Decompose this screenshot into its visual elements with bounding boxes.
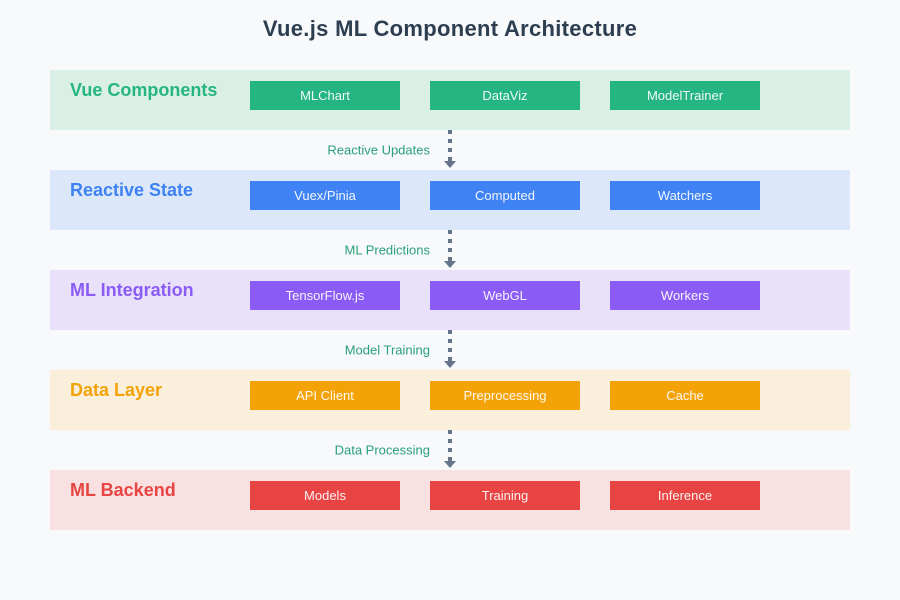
layer-band-ml-integration: ML Integration TensorFlow.js WebGL Workers	[50, 270, 850, 330]
layer-label-reactive-state: Reactive State	[70, 180, 194, 200]
component-box-workers: Workers	[610, 281, 760, 310]
connection-row-ml-predictions: ML Predictions	[0, 230, 900, 270]
arrow-head	[444, 161, 456, 168]
connection-row-reactive-updates: Reactive Updates	[0, 130, 900, 170]
connection-label-reactive-updates: Reactive Updates	[327, 142, 430, 158]
component-box-dataviz: DataViz	[430, 81, 580, 110]
dashed-down-arrow-icon	[440, 230, 460, 270]
layer-band-reactive-state: Reactive State Vuex/Pinia Computed Watchers	[50, 170, 850, 230]
connection-label-data-processing: Data Processing	[334, 442, 430, 458]
arrow-dashed-line	[448, 130, 452, 161]
connection-row-model-training: Model Training	[0, 330, 900, 370]
connection-label-ml-predictions: ML Predictions	[344, 242, 431, 258]
layer-label-vue-components: Vue Components	[70, 80, 218, 100]
dashed-down-arrow-icon	[440, 330, 460, 370]
component-box-mlchart: MLChart	[250, 81, 400, 110]
component-box-webgl: WebGL	[430, 281, 580, 310]
component-box-inference: Inference	[610, 481, 760, 510]
diagram-title: Vue.js ML Component Architecture	[262, 16, 638, 41]
arrow-dashed-line	[448, 230, 452, 261]
arrow-dashed-line	[448, 430, 452, 461]
connection-label-model-training: Model Training	[344, 342, 430, 358]
dashed-down-arrow-icon	[440, 130, 460, 170]
component-box-tensorflow-js: TensorFlow.js	[250, 281, 400, 310]
layer-label-data-layer: Data Layer	[70, 380, 163, 400]
layer-label-ml-integration: ML Integration	[70, 280, 194, 300]
connection-row-data-processing: Data Processing	[0, 430, 900, 470]
layer-label-ml-backend: ML Backend	[70, 480, 176, 500]
layer-band-data-layer: Data Layer API Client Preprocessing Cache	[50, 370, 850, 430]
component-box-watchers: Watchers	[610, 181, 760, 210]
component-box-computed: Computed	[430, 181, 580, 210]
component-box-vuex-pinia: Vuex/Pinia	[250, 181, 400, 210]
dashed-down-arrow-icon	[440, 430, 460, 470]
layer-band-vue-components: Vue Components MLChart DataViz ModelTrainer	[50, 70, 850, 130]
component-box-modeltrainer: ModelTrainer	[610, 81, 760, 110]
arrow-head	[444, 461, 456, 468]
component-box-training: Training	[430, 481, 580, 510]
layer-band-ml-backend: ML Backend Models Training Inference	[50, 470, 850, 530]
arrow-dashed-line	[448, 330, 452, 361]
arrow-head	[444, 261, 456, 268]
component-box-cache: Cache	[610, 381, 760, 410]
component-box-preprocessing: Preprocessing	[430, 381, 580, 410]
component-box-models: Models	[250, 481, 400, 510]
component-box-api-client: API Client	[250, 381, 400, 410]
arrow-head	[444, 361, 456, 368]
